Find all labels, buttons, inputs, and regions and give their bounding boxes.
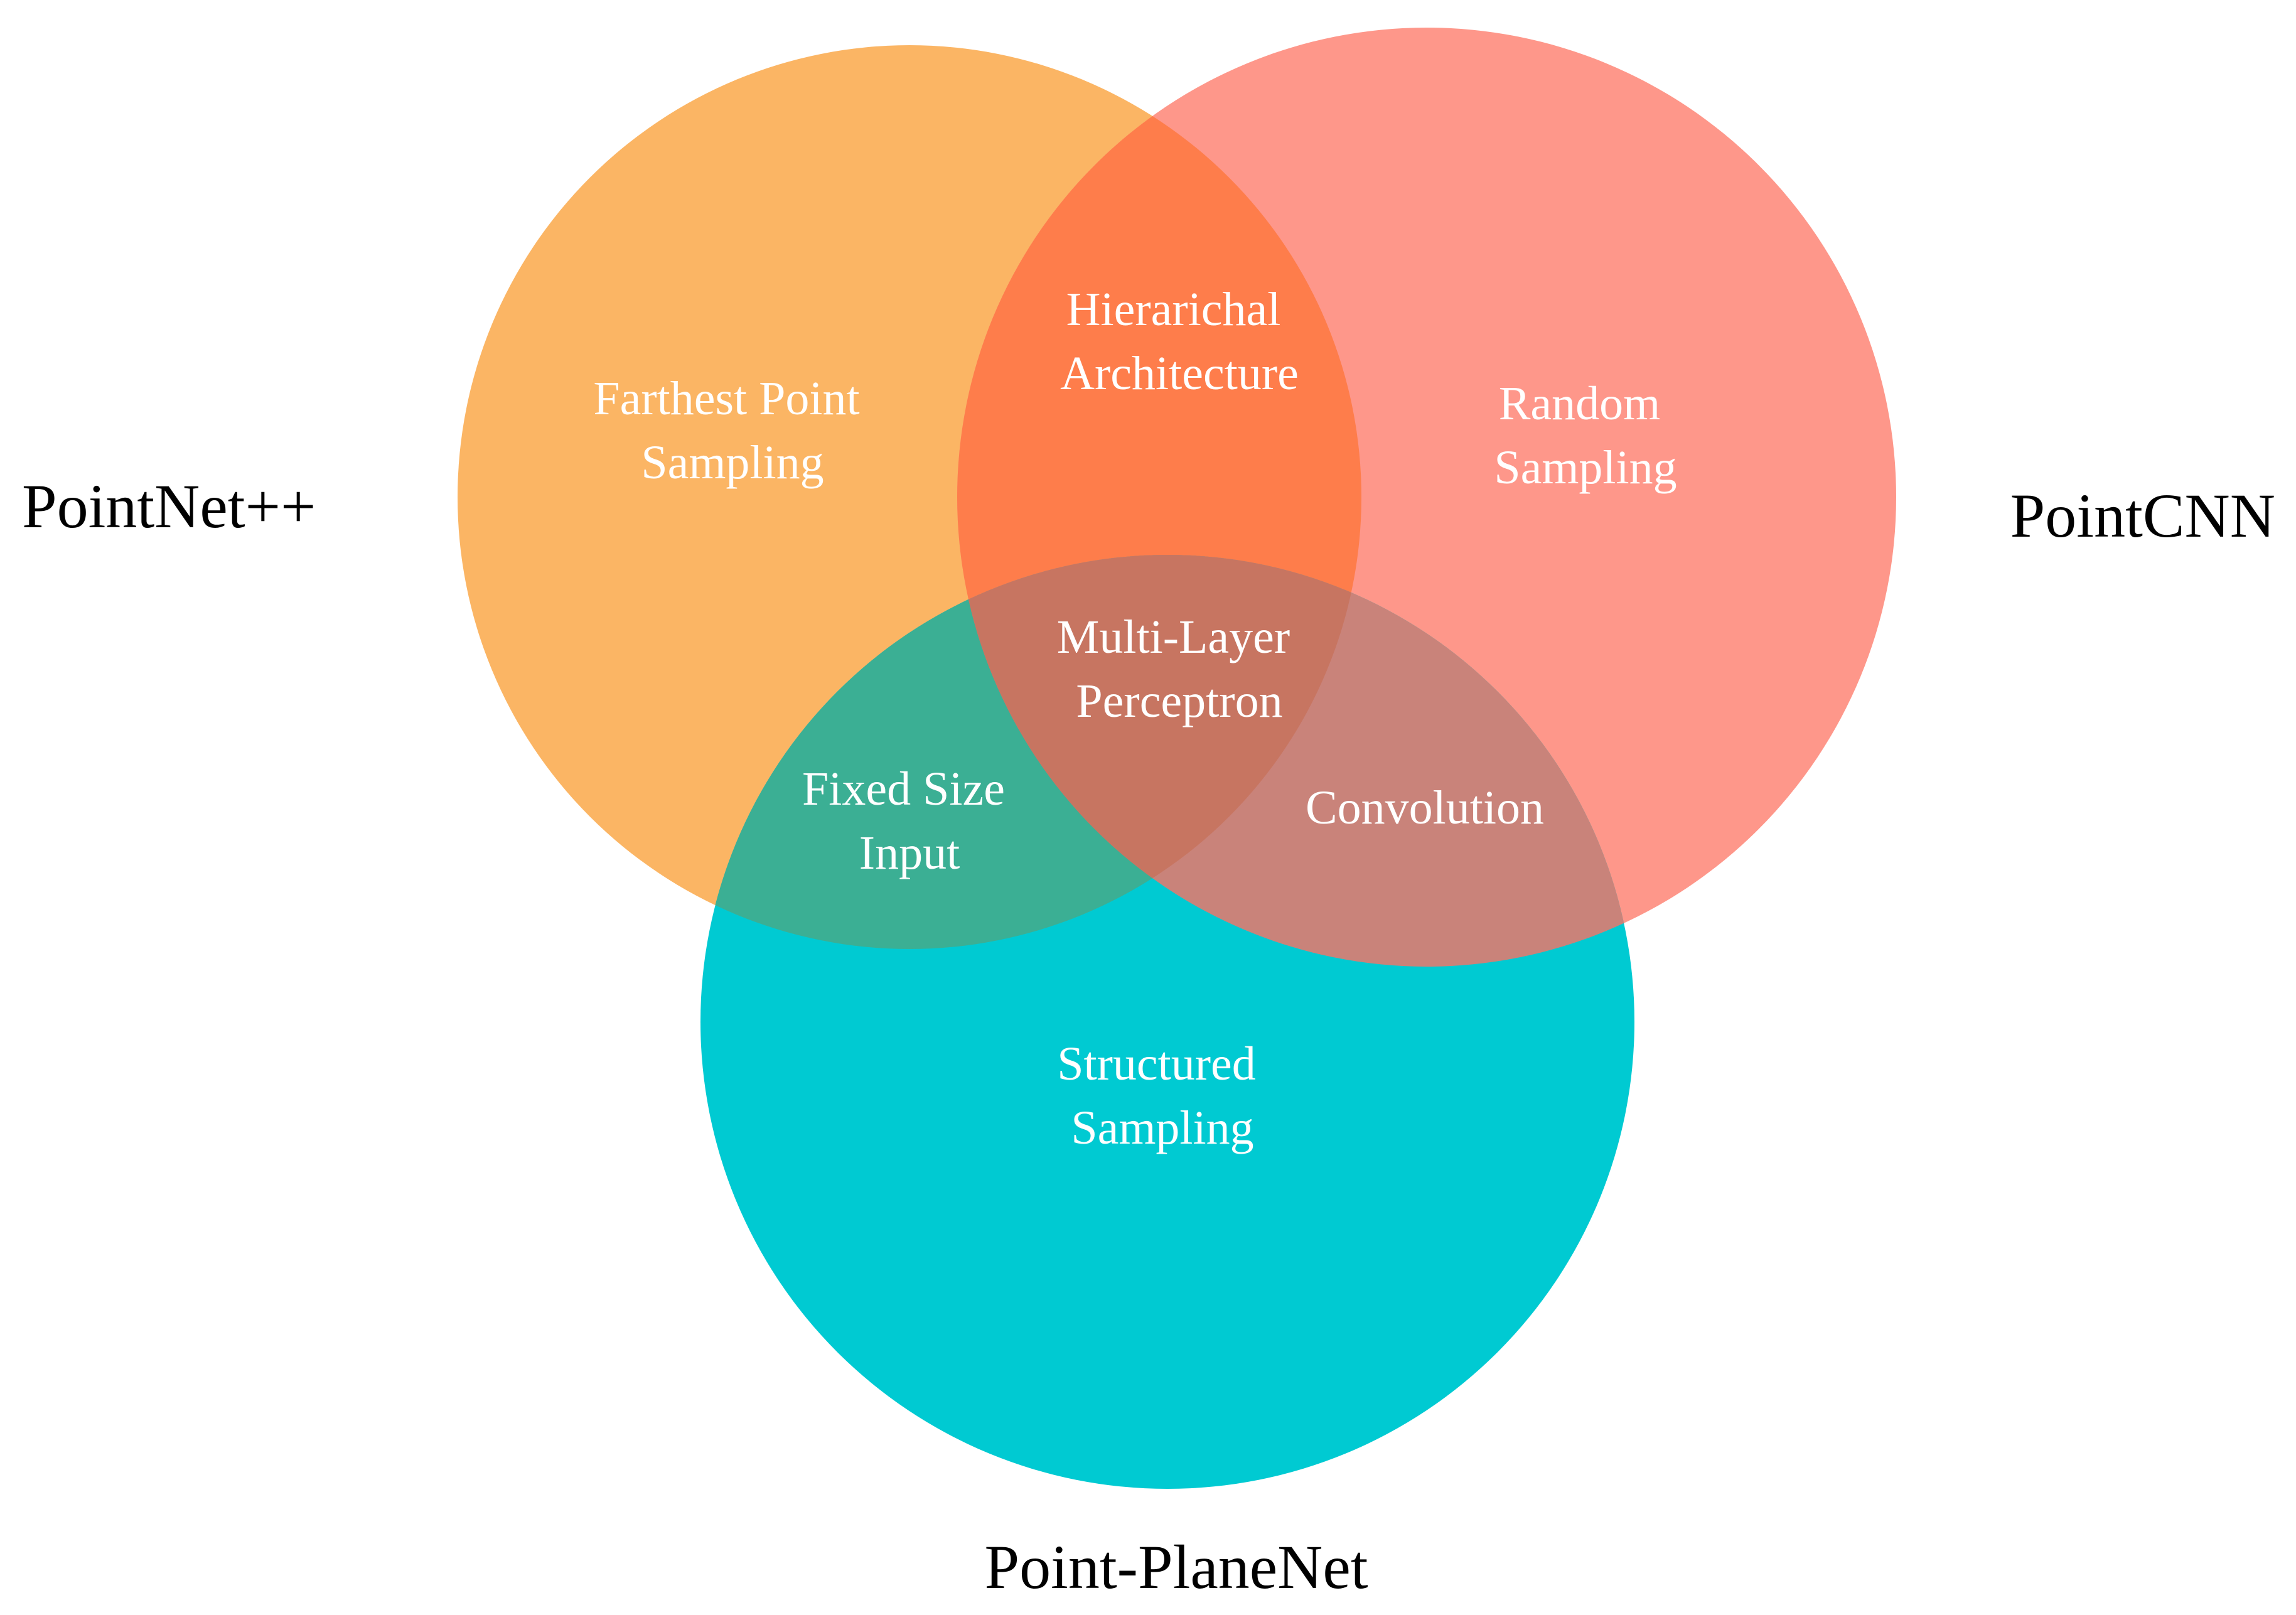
- region-label-multi-layer-perceptron: Multi-Layer Perceptron: [1057, 611, 1302, 727]
- region-label-hierarichal-architecture: Hierarichal Architecture: [1060, 283, 1299, 400]
- set-label-point-planenet: Point-PlaneNet: [984, 1532, 1368, 1602]
- region-label-random-sampling: Random Sampling: [1494, 377, 1676, 494]
- pointnet-plus-plus-point-planenet-overlap: [700, 555, 1361, 949]
- pointcnn-point-planenet-overlap: [957, 555, 1634, 967]
- set-label-pointcnn: PointCNN: [2010, 481, 2275, 550]
- region-label-convolution: Convolution: [1306, 781, 1544, 834]
- region-label-farthest-point-sampling: Farthest Point Sampling: [593, 372, 871, 489]
- region-label-structured-sampling: Structured Sampling: [1057, 1038, 1268, 1154]
- set-label-pointnet-plus-plus: PointNet++: [22, 471, 316, 541]
- region-label-fixed-size-input: Fixed Size Input: [802, 763, 1017, 879]
